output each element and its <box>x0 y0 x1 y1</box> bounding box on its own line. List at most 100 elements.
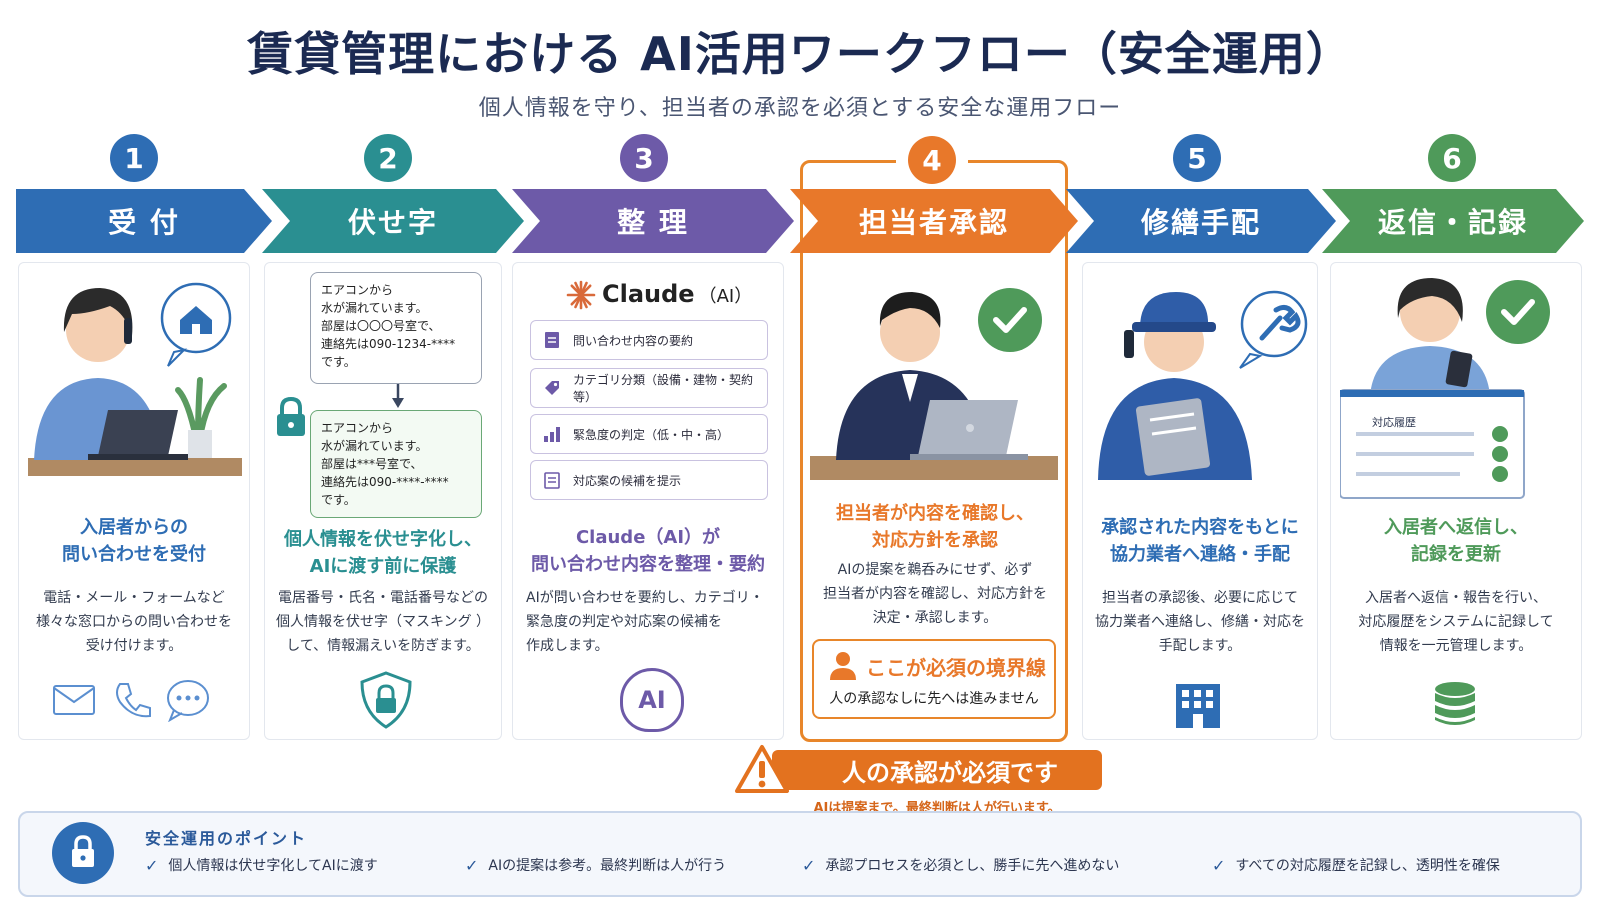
boundary-title: ここが必須の境界線 <box>866 656 1046 680</box>
ai-task-category: カテゴリ分類（設備・建物・契約等） <box>530 368 768 408</box>
ai-task-proposal-label: 対応案の候補を提示 <box>573 473 682 488</box>
step-4-heading: 担当者が内容を確認し、 対応方針を承認 <box>804 500 1066 554</box>
step-3-heading: Claude（AI）が 問い合わせ内容を整理・要約 <box>512 524 784 578</box>
shield-lock-icon <box>360 671 412 729</box>
ai-task-urgency: 緊急度の判定（低・中・高） <box>530 414 768 454</box>
step-1-heading-line2: 問い合わせを受付 <box>62 544 206 565</box>
claude-logo-icon <box>566 280 596 310</box>
checklist-icon <box>543 471 561 489</box>
human-approval-banner: 人の承認が必須です <box>772 750 1102 790</box>
step-2-desc-line2: 個人情報を伏せ字（マスキング ） <box>275 614 491 630</box>
step-2-desc-line1: 電居番号・氏名・電話番号などの <box>278 590 488 606</box>
step-3-desc-line3: 作成します。 <box>526 638 609 654</box>
masked-line3: 部屋は***号室で、 <box>321 457 423 471</box>
original-line1: エアコンから <box>321 283 394 297</box>
step-6-desc-line1: 入居者へ返信・報告を行い、 <box>1365 590 1547 606</box>
step-1-description: 電話・メール・フォームなど 様々な窓口からの問い合わせを 受け付けます。 <box>18 586 250 658</box>
masked-message-bubble: エアコンから 水が漏れています。 部屋は***号室で、 連絡先は090-****… <box>310 410 482 518</box>
ai-task-category-label: カテゴリ分類（設備・建物・契約等） <box>573 373 754 404</box>
step-4-desc-line1: AIの提案を鵜呑みにせず、必ず <box>837 562 1033 578</box>
safety-point-3-text: 承認プロセスを必須とし、勝手に先へ進めない <box>825 858 1120 874</box>
original-line4: 連絡先は090-1234-**** <box>321 337 456 351</box>
check-icon: ✓ <box>802 855 816 875</box>
page-title: 賃貸管理における AI活用ワークフロー（安全運用） <box>247 27 1353 81</box>
step-6-heading-line1: 入居者へ返信し、 <box>1384 517 1528 538</box>
safety-point-1: ✓ 個人情報は伏せ字化してAIに渡す <box>145 855 378 875</box>
safety-point-2: ✓ AIの提案は参考。最終判断は人が行う <box>465 855 726 875</box>
step-number-1: 1 <box>110 134 158 182</box>
step-2-description: 電居番号・氏名・電話番号などの 個人情報を伏せ字（マスキング ） して、情報漏え… <box>264 586 502 658</box>
step-4-desc-line3: 決定・承認します。 <box>872 610 998 626</box>
ai-task-urgency-label: 緊急度の判定（低・中・高） <box>573 427 730 442</box>
masked-line2: 水が漏れています。 <box>321 439 428 453</box>
safety-point-2-text: AIの提案は参考。最終判断は人が行う <box>488 858 727 874</box>
step-5-description: 担当者の承認後、必要に応じて 協力業者へ連絡し、修繕・対応を 手配します。 <box>1082 586 1318 658</box>
ai-task-summary-label: 問い合わせ内容の要約 <box>573 333 694 348</box>
safety-point-4: ✓ すべての対応履歴を記録し、透明性を確保 <box>1212 855 1500 875</box>
step-1-heading-line1: 入居者からの <box>80 517 188 538</box>
step-6-heading-line2: 記録を更新 <box>1411 544 1501 565</box>
step-4-desc-line2: 担当者が内容を確認し、対応方針を <box>823 586 1047 602</box>
footer-lock-icon <box>72 835 94 867</box>
step-4-heading-line1: 担当者が内容を確認し、 <box>836 503 1034 524</box>
check-icon: ✓ <box>145 855 159 875</box>
phone-icon <box>116 683 151 718</box>
step-arrow-5: 修繕手配 <box>1066 189 1336 253</box>
footer-title: 安全運用のポイント <box>145 829 308 848</box>
mail-icon <box>53 685 95 715</box>
ai-badge-text: AI <box>638 686 666 714</box>
safety-point-4-text: すべての対応履歴を記録し、透明性を確保 <box>1235 858 1500 874</box>
reception-illustration <box>28 282 242 476</box>
step-1-desc-line1: 電話・メール・フォームなど <box>43 590 225 606</box>
safety-point-1-text: 個人情報は伏せ字化してAIに渡す <box>168 858 378 874</box>
database-icon <box>1435 682 1475 725</box>
claude-brand-suffix: （AI） <box>698 286 753 307</box>
original-message-bubble: エアコンから 水が漏れています。 部屋は〇〇〇号室で、 連絡先は090-1234… <box>310 272 482 384</box>
step-4-description: AIの提案を鵜呑みにせず、必ず 担当者が内容を確認し、対応方針を 決定・承認しま… <box>804 558 1066 630</box>
bar-chart-icon <box>543 425 561 443</box>
step-1-desc-line3: 受け付けます。 <box>85 638 183 654</box>
down-arrow-icon <box>392 384 404 408</box>
step-number-4: 4 <box>908 136 956 184</box>
masked-line5: です。 <box>321 493 356 507</box>
safety-point-3: ✓ 承認プロセスを必須とし、勝手に先へ進めない <box>802 855 1119 875</box>
check-icon: ✓ <box>465 855 479 875</box>
lock-icon <box>277 396 305 436</box>
check-icon: ✓ <box>1212 855 1226 875</box>
step-3-description: AIが問い合わせを要約し、カテゴリ・ 緊急度の判定や対応案の候補を 作成します。 <box>526 586 776 658</box>
tag-icon <box>543 379 561 397</box>
step-3-desc-line1: AIが問い合わせを要約し、カテゴリ・ <box>526 590 764 606</box>
step-5-desc-line3: 手配します。 <box>1158 638 1242 654</box>
step-arrow-2: 伏せ字 <box>262 189 524 253</box>
step-arrow-6: 返信・記録 <box>1322 189 1584 253</box>
step-card-6 <box>1330 262 1582 740</box>
step-6-description: 入居者へ返信・報告を行い、 対応履歴をシステムに記録して 情報を一元管理します。 <box>1330 586 1582 658</box>
claude-brand: Claude （AI） <box>602 280 752 308</box>
masked-line4: 連絡先は090-****-**** <box>321 475 449 489</box>
footer-lock-badge <box>52 822 114 884</box>
step-3-desc-line2: 緊急度の判定や対応案の候補を <box>526 614 722 630</box>
history-doc-title: 対応履歴 <box>1372 416 1416 429</box>
original-line5: です。 <box>321 355 356 369</box>
step-1-desc-line2: 様々な窓口からの問い合わせを <box>36 614 232 630</box>
step-3-heading-line2: 問い合わせ内容を整理・要約 <box>531 554 765 575</box>
original-line2: 水が漏れています。 <box>321 301 428 315</box>
record-illustration <box>1340 278 1550 499</box>
contractor-illustration <box>1098 290 1308 480</box>
approver-illustration <box>810 288 1058 480</box>
step-5-desc-line2: 協力業者へ連絡し、修繕・対応を <box>1095 614 1305 630</box>
building-icon <box>1176 684 1220 728</box>
step-5-heading-line2: 協力業者へ連絡・手配 <box>1110 544 1290 565</box>
page-subtitle: 個人情報を守り、担当者の承認を必須とする安全な運用フロー <box>478 96 1122 121</box>
step-5-heading-line1: 承認された内容をもとに <box>1101 517 1299 538</box>
step-4-heading-line2: 対応方針を承認 <box>872 530 998 551</box>
person-icon <box>830 652 856 680</box>
step-3-heading-line1: Claude（AI）が <box>575 527 721 548</box>
step-5-desc-line1: 担当者の承認後、必要に応じて <box>1102 590 1298 606</box>
step-6-desc-line3: 情報を一元管理します。 <box>1379 638 1533 654</box>
step-1-heading: 入居者からの 問い合わせを受付 <box>18 514 250 568</box>
ai-task-proposal: 対応案の候補を提示 <box>530 460 768 500</box>
step-number-2: 2 <box>364 134 412 182</box>
step-number-6: 6 <box>1428 134 1476 182</box>
step-2-heading-line2: AIに渡す前に保護 <box>309 556 457 577</box>
